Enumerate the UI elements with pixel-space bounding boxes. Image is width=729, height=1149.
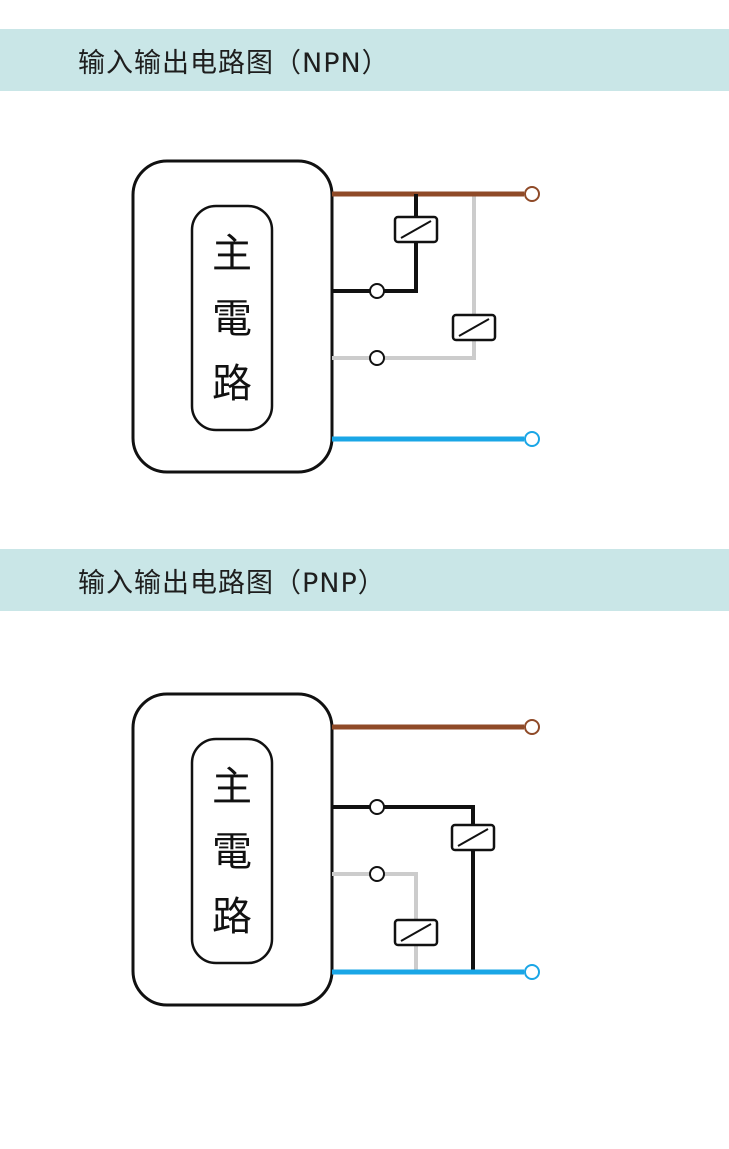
main-circuit-label-char-2: 電 (212, 296, 252, 342)
black-terminal-node (369, 283, 385, 299)
gray-terminal-node (369, 350, 385, 366)
brown-terminal-node (524, 186, 540, 202)
load-relay-gray (393, 918, 439, 947)
gray-terminal-node (369, 866, 385, 882)
section-header-pnp: 输入输出电路图（PNP） (0, 549, 729, 611)
main-circuit-label-char-3: 路 (212, 894, 252, 940)
main-circuit-label-char-2: 電 (212, 829, 252, 875)
blue-terminal-node (524, 431, 540, 447)
section-title-npn: 输入输出电路图（NPN） (78, 47, 390, 79)
main-circuit-label-char-1: 主 (212, 764, 252, 810)
load-relay-black (450, 823, 496, 852)
section-header-npn: 输入输出电路图（NPN） (0, 29, 729, 91)
black-terminal-node (369, 799, 385, 815)
load-relay-black (393, 215, 439, 244)
main-circuit-label-char-3: 路 (212, 361, 252, 407)
blue-terminal-node (524, 964, 540, 980)
load-relay-gray (451, 313, 497, 342)
section-title-pnp: 输入输出电路图（PNP） (78, 567, 386, 599)
npn-circuit-diagram: 主 電 路 (131, 159, 540, 474)
main-circuit-label-frame (190, 204, 274, 432)
pnp-circuit-diagram: 主 電 路 (131, 692, 540, 1007)
brown-terminal-node (524, 719, 540, 735)
main-circuit-label-frame (190, 737, 274, 965)
main-circuit-label-char-1: 主 (212, 231, 252, 277)
